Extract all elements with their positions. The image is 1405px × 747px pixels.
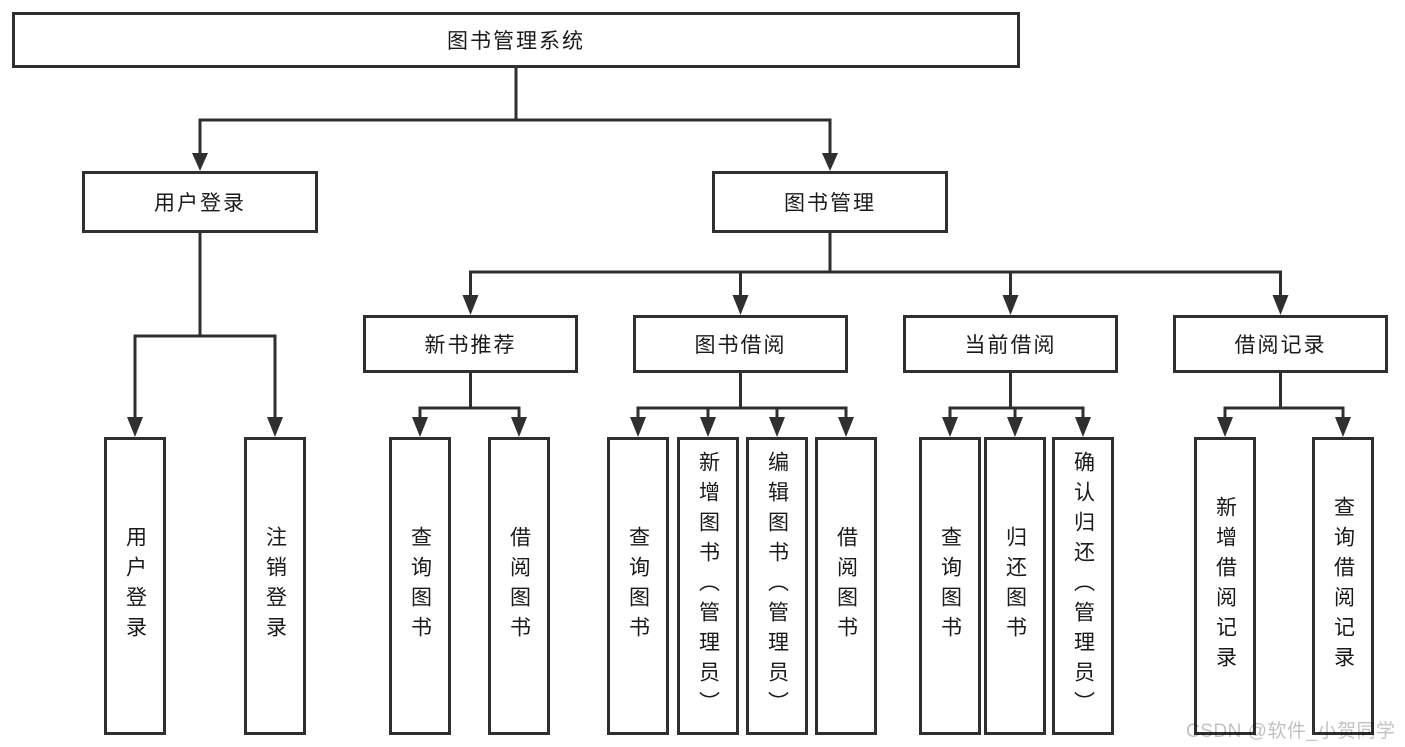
leaf-confirm-return-admin: 确认归还（管理员）	[1052, 437, 1114, 735]
csdn-watermark: CSDN @软件_小贺同学	[1186, 721, 1396, 742]
node-book-borrow: 图书借阅	[633, 315, 848, 373]
leaf-edit-book-admin: 编辑图书（管理员）	[746, 437, 808, 735]
leaf-logout: 注销登录	[244, 437, 306, 735]
leaf-query-book-borrow: 查询图书	[607, 437, 669, 735]
leaf-query-book-rec: 查询图书	[389, 437, 451, 735]
leaf-query-book-current: 查询图书	[919, 437, 981, 735]
node-current-borrow: 当前借阅	[903, 315, 1118, 373]
leaf-add-book-admin: 新增图书（管理员）	[677, 437, 739, 735]
node-new-book-rec: 新书推荐	[363, 315, 578, 373]
leaf-query-borrow-record: 查询借阅记录	[1312, 437, 1374, 735]
node-root: 图书管理系统	[12, 12, 1020, 68]
leaf-user-login: 用户登录	[104, 437, 166, 735]
leaf-return-book: 归还图书	[984, 437, 1046, 735]
connector-current-borrow-children	[942, 373, 1091, 437]
node-borrow-records: 借阅记录	[1173, 315, 1388, 373]
connector-new-book-children	[412, 373, 527, 437]
leaf-borrow-book: 借阅图书	[815, 437, 877, 735]
node-book-mgmt: 图书管理	[712, 171, 948, 233]
connector-book-mgmt-children	[462, 233, 1289, 315]
node-user-login: 用户登录	[82, 171, 318, 233]
connector-book-borrow-children	[630, 373, 854, 437]
connector-user-login-children	[127, 233, 283, 437]
connector-root-to-level2	[192, 68, 838, 171]
leaf-add-borrow-record: 新增借阅记录	[1194, 437, 1256, 735]
connector-borrow-records-children	[1217, 373, 1351, 437]
leaf-borrow-book-rec: 借阅图书	[488, 437, 550, 735]
